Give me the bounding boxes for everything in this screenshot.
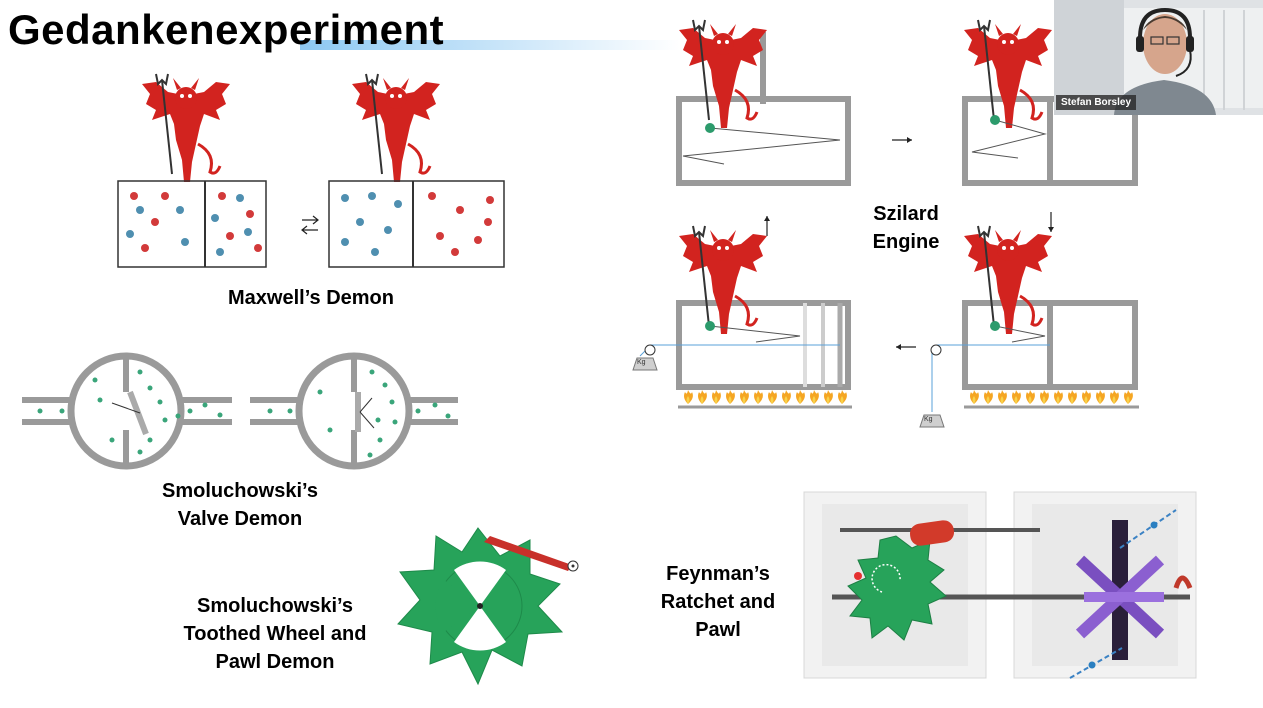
pulley-icon: [644, 344, 656, 356]
maxwell-caption: Maxwell’s Demon: [228, 287, 394, 309]
demon-icon: [677, 18, 769, 130]
demon-icon: [677, 224, 769, 336]
weight-label: Kg: [924, 416, 933, 423]
valve-diagram: [22, 352, 458, 470]
participant-video-tile[interactable]: Stefan Borsley: [1054, 0, 1263, 115]
szilard-caption: Szilard Engine: [872, 203, 940, 253]
maxwell-diagram: [117, 72, 505, 268]
demon-icon: [962, 224, 1054, 336]
weight-label: Kg: [637, 359, 646, 366]
demon-icon: [140, 72, 232, 184]
slide-title: Gedankenexperiment: [8, 6, 445, 53]
flame-row-left: [678, 390, 852, 409]
feynman-diagram: [803, 491, 1197, 679]
arrow-icon: [301, 215, 319, 235]
pulley-icon: [930, 344, 942, 356]
title-accent-bar: [300, 40, 680, 50]
participant-name-label: Stefan Borsley: [1056, 95, 1137, 110]
feynman-caption: Feynman’s Ratchet and Pawl: [660, 563, 776, 641]
demon-icon: [350, 72, 442, 184]
valve-caption: Smoluchowski’s Valve Demon: [162, 480, 318, 530]
wheel-caption: Smoluchowski’s Toothed Wheel and Pawl De…: [183, 595, 367, 673]
toothed-wheel-diagram: [397, 527, 579, 686]
flame-row-right: [964, 390, 1139, 409]
demon-icon: [962, 18, 1054, 130]
